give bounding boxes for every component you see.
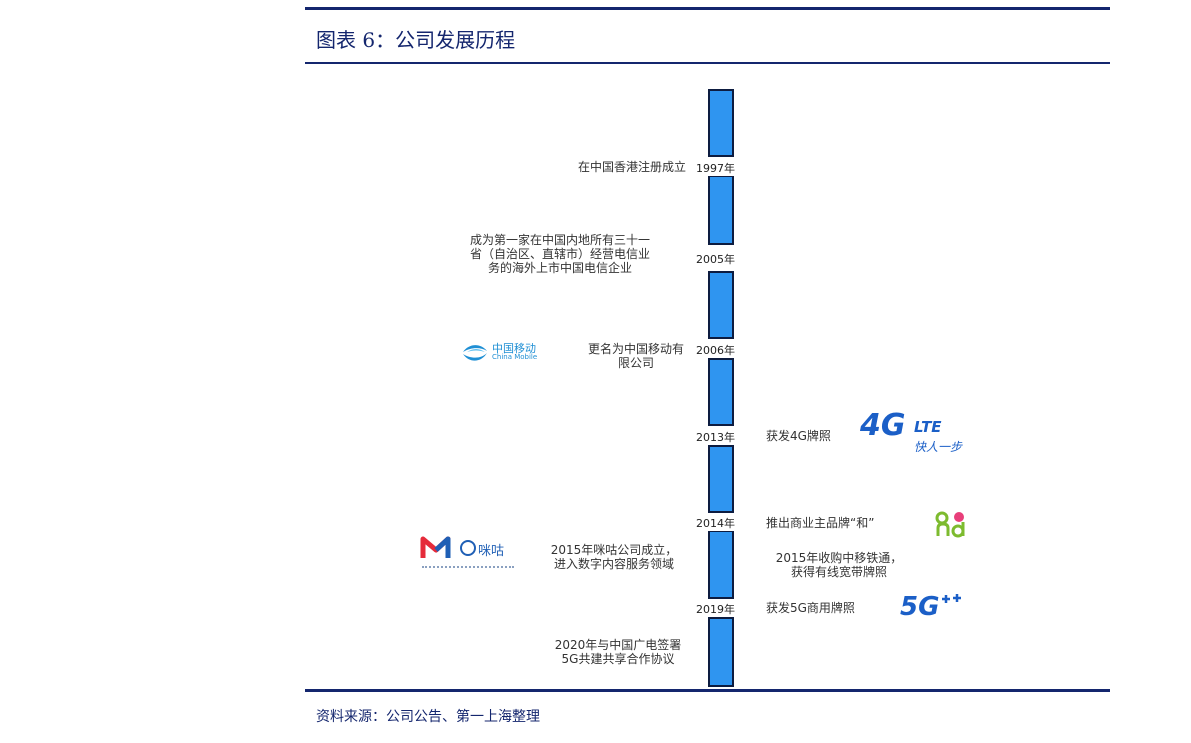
event-1997: 在中国香港注册成立 (577, 160, 686, 174)
event-2019: 获发5G商用牌照 (766, 601, 855, 615)
event-2005: 成为第一家在中国内地所有三十一 省（自治区、直辖市）经营电信业 务的海外上市中国… (469, 233, 650, 275)
figure-title: 图表 6：公司发展历程 (316, 28, 516, 52)
migu-m-icon (420, 536, 451, 558)
year-label: 2013年 (696, 429, 735, 445)
timeline-segment (708, 617, 734, 687)
and-brand-logo (935, 510, 967, 538)
and-brand-icon (935, 511, 965, 538)
event-2014: 推出商业主品牌“和” (766, 516, 875, 530)
5g-logo-text: 5G (900, 592, 940, 622)
migu-logo: 咪咕 (420, 536, 520, 576)
bottom-rule (305, 689, 1110, 692)
top-rule (305, 7, 1110, 10)
china-mobile-logo-cn: 中国移动 (492, 342, 536, 355)
4g-logo-main: 4G (860, 408, 906, 443)
china-mobile-logo-en: China Mobile (492, 353, 538, 361)
year-label: 2014年 (696, 515, 735, 531)
4g-logo-lte: LTE (914, 418, 942, 436)
source-note: 资料来源：公司公告、第一上海整理 (316, 709, 540, 725)
event-2015-tietong: 2015年收购中移铁通， 获得有线宽带牌照 (775, 551, 903, 579)
event-2013: 获发4G牌照 (766, 429, 831, 443)
timeline-segment (708, 89, 734, 157)
timeline-segment (708, 358, 734, 426)
4g-logo-slogan: 快人一步 (914, 440, 963, 454)
event-2006: 更名为中国移动有 限公司 (587, 342, 684, 370)
year-label: 2005年 (696, 251, 735, 267)
migu-tagline-strip (422, 566, 514, 571)
event-2015-migu: 2015年咪咕公司成立， 进入数字内容服务领域 (550, 543, 678, 571)
timeline-segment (708, 271, 734, 339)
year-label: 2019年 (696, 601, 735, 617)
migu-circle-icon (460, 540, 476, 556)
4g-lte-logo: 4G LTE 快人一步 (860, 408, 975, 456)
year-label: 2006年 (696, 342, 735, 358)
timeline-segment (708, 445, 734, 513)
5g-logo: 5G (900, 592, 966, 624)
china-mobile-emblem-icon (463, 345, 487, 361)
migu-logo-text: 咪咕 (478, 544, 505, 559)
timeline-segment (708, 175, 734, 245)
year-label: 1997年 (696, 160, 735, 176)
title-underline (305, 62, 1110, 64)
timeline-segment (708, 530, 734, 599)
china-mobile-logo: 中国移动 China Mobile (461, 339, 551, 365)
event-2020: 2020年与中国广电签署 5G共建共享合作协议 (554, 638, 682, 666)
plus-plus-icon (942, 594, 961, 603)
